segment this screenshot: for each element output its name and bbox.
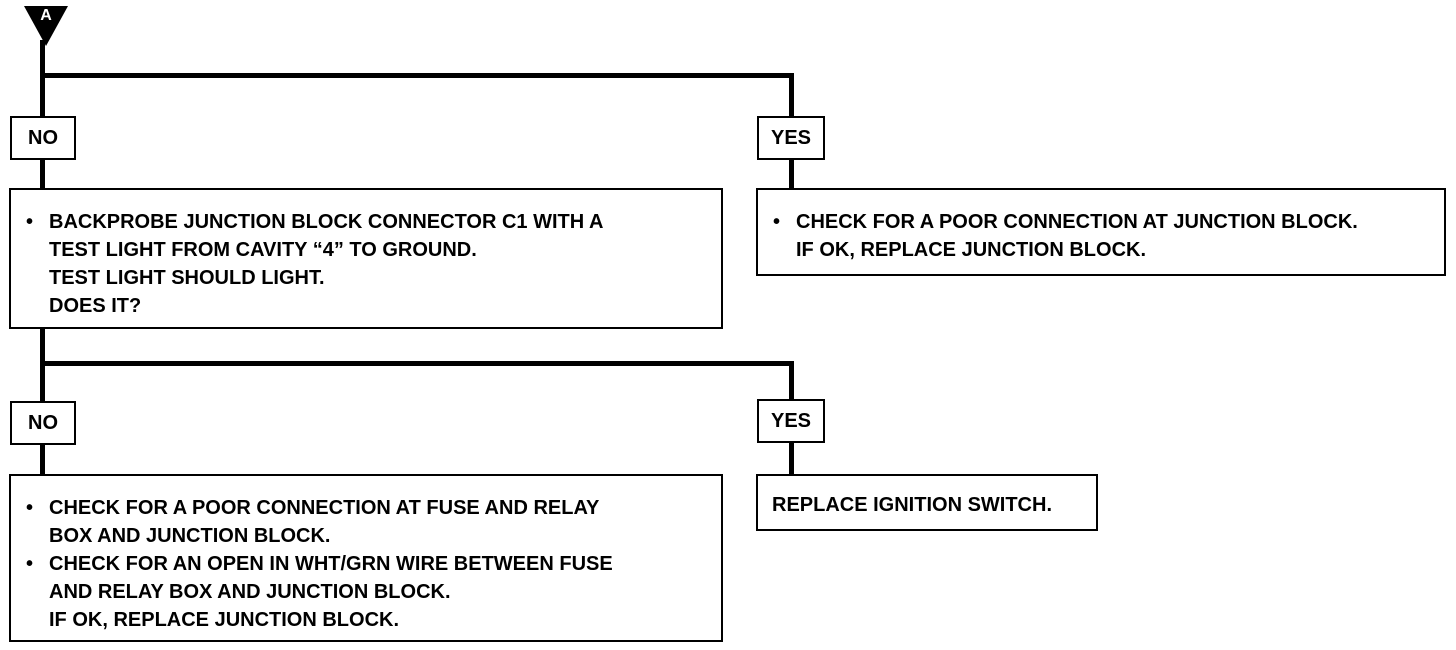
- connector-branch1-no-to-box: [40, 158, 45, 190]
- connector-start-down: [40, 40, 45, 118]
- start-marker-triangle: [24, 6, 68, 46]
- branch2-yes-label: YES: [757, 399, 825, 443]
- connector-branch2-yes-to-box: [789, 443, 794, 476]
- branch2-no-box-bullet2-line2: AND RELAY BOX AND JUNCTION BLOCK.: [49, 581, 451, 603]
- start-marker-label: A: [40, 7, 52, 24]
- connector-branch2-no-to-box: [40, 443, 45, 476]
- connector-branch1-yes-to-box: [789, 158, 794, 190]
- branch2-no-box: CHECK FOR A POOR CONNECTION AT FUSE AND …: [9, 474, 723, 642]
- branch1-no-box: BACKPROBE JUNCTION BLOCK CONNECTOR C1 WI…: [9, 188, 723, 329]
- branch2-no-box-bullet2-line1: CHECK FOR AN OPEN IN WHT/GRN WIRE BETWEE…: [11, 550, 721, 578]
- branch2-no-box-bullet1-line2: BOX AND JUNCTION BLOCK.: [49, 525, 331, 547]
- branch1-yes-box: CHECK FOR A POOR CONNECTION AT JUNCTION …: [756, 188, 1446, 276]
- branch1-no-box-line2: TEST LIGHT FROM CAVITY “4” TO GROUND.: [49, 239, 477, 261]
- connector-branch1-horizontal: [40, 73, 794, 78]
- branch1-no-label: NO: [10, 116, 76, 160]
- connector-branch1-yes-down: [789, 73, 794, 118]
- branch2-no-box-bullet1-line1: CHECK FOR A POOR CONNECTION AT FUSE AND …: [11, 494, 721, 522]
- branch2-no-label: NO: [10, 401, 76, 445]
- branch1-no-box-line4: DOES IT?: [49, 295, 142, 317]
- branch1-no-box-line3: TEST LIGHT SHOULD LIGHT.: [49, 267, 325, 289]
- branch2-yes-box: REPLACE IGNITION SWITCH.: [756, 474, 1098, 531]
- connector-branch2-yes-down: [789, 361, 794, 403]
- branch1-yes-box-line1: CHECK FOR A POOR CONNECTION AT JUNCTION …: [758, 208, 1444, 236]
- connector-branch2-horizontal: [40, 361, 794, 366]
- branch2-yes-box-line1: REPLACE IGNITION SWITCH.: [772, 494, 1052, 516]
- branch1-no-box-line1: BACKPROBE JUNCTION BLOCK CONNECTOR C1 WI…: [11, 208, 721, 236]
- branch1-yes-label: YES: [757, 116, 825, 160]
- branch1-yes-box-line2: IF OK, REPLACE JUNCTION BLOCK.: [796, 239, 1147, 261]
- branch2-no-box-bullet2-line3: IF OK, REPLACE JUNCTION BLOCK.: [49, 609, 400, 631]
